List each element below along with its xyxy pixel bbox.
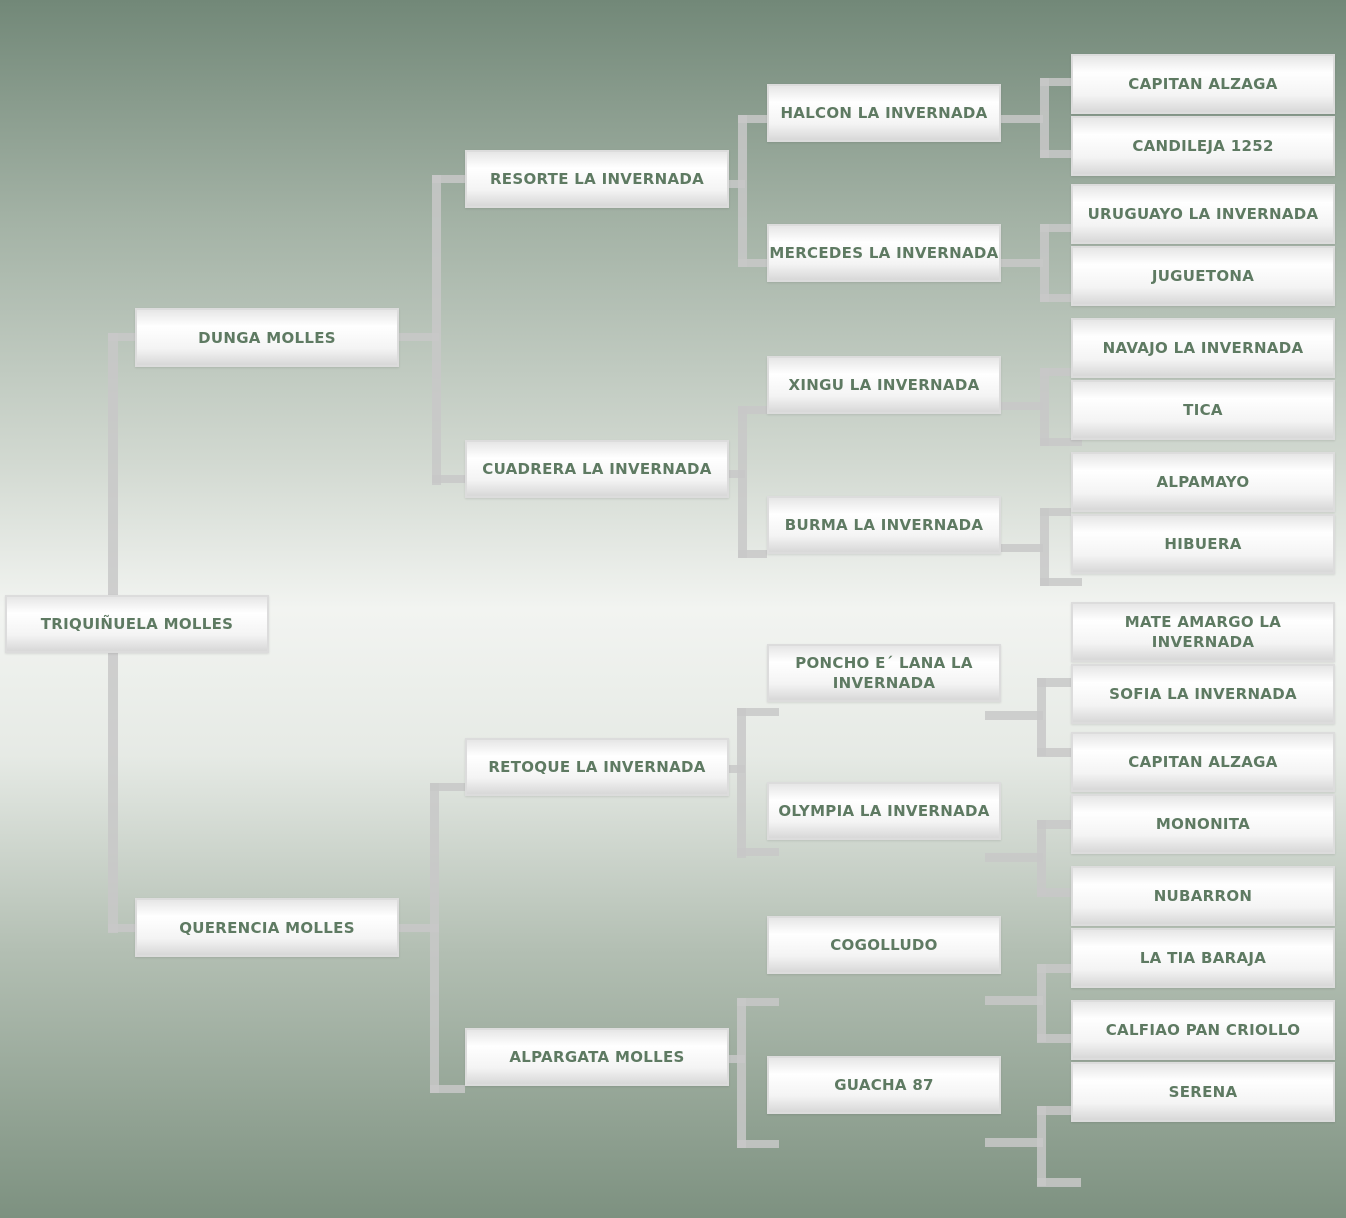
connector-line <box>1040 578 1082 586</box>
connector-line <box>737 708 746 858</box>
connector-line <box>399 333 439 341</box>
connector-line <box>432 475 465 483</box>
horse-gg-grandparent[interactable]: LA TIA BARAJA <box>1071 928 1335 988</box>
connector-line <box>399 924 439 932</box>
horse-great-grandparent[interactable]: XINGU LA INVERNADA <box>767 356 1001 414</box>
connector-line <box>1037 678 1071 687</box>
connector-line <box>1040 294 1071 302</box>
connector-line <box>729 180 745 188</box>
connector-line <box>1040 224 1049 302</box>
connector-line <box>432 175 441 485</box>
connector-line <box>1001 115 1043 123</box>
connector-line <box>430 1085 465 1093</box>
connector-line <box>738 115 747 267</box>
connector-line <box>1040 438 1082 446</box>
connector-line <box>1037 888 1071 897</box>
connector-line <box>1040 78 1049 158</box>
connector-line <box>1040 508 1071 516</box>
horse-grandparent[interactable]: ALPARGATA MOLLES <box>465 1028 729 1086</box>
horse-grandparent[interactable]: RETOQUE LA INVERNADA <box>465 738 729 796</box>
connector-line <box>1001 544 1043 552</box>
horse-gg-grandparent[interactable]: JUGUETONA <box>1071 246 1335 306</box>
connector-line <box>1037 820 1071 829</box>
horse-subject[interactable]: TRIQUIÑUELA MOLLES <box>5 595 269 653</box>
connector-line <box>1001 402 1043 410</box>
horse-gg-grandparent[interactable]: TICA <box>1071 380 1335 440</box>
horse-great-grandparent[interactable]: MERCEDES LA INVERNADA <box>767 224 1001 282</box>
horse-sire[interactable]: DUNGA MOLLES <box>135 308 399 367</box>
horse-great-grandparent[interactable]: PONCHO E´ LANA LA INVERNADA <box>767 644 1001 702</box>
connector-line <box>1037 678 1046 756</box>
connector-line <box>1037 748 1071 757</box>
connector-line <box>985 996 1043 1005</box>
horse-gg-grandparent[interactable]: CANDILEJA 1252 <box>1071 116 1335 176</box>
horse-gg-grandparent[interactable]: CAPITAN ALZAGA <box>1071 732 1335 792</box>
connector-line <box>1040 150 1071 158</box>
horse-gg-grandparent[interactable]: NUBARRON <box>1071 866 1335 926</box>
connector-line <box>985 1138 1043 1147</box>
connector-line <box>1040 368 1049 446</box>
horse-great-grandparent[interactable]: OLYMPIA LA INVERNADA <box>767 782 1001 840</box>
connector-line <box>1040 224 1071 232</box>
horse-great-grandparent[interactable]: COGOLLUDO <box>767 916 1001 974</box>
connector-line <box>738 550 767 558</box>
connector-line <box>737 998 779 1006</box>
horse-dam[interactable]: QUERENCIA MOLLES <box>135 898 399 957</box>
connector-line <box>1040 368 1071 376</box>
connector-line <box>737 848 779 856</box>
connector-line <box>1037 1106 1046 1186</box>
horse-grandparent[interactable]: RESORTE LA INVERNADA <box>465 150 729 208</box>
connector-line <box>1037 1106 1071 1115</box>
connector-line <box>738 406 747 558</box>
connector-line <box>1040 508 1049 586</box>
horse-gg-grandparent[interactable]: MATE AMARGO LA INVERNADA <box>1071 602 1335 662</box>
horse-gg-grandparent[interactable]: MONONITA <box>1071 794 1335 854</box>
connector-line <box>738 115 767 123</box>
connector-line <box>985 853 1043 862</box>
connector-line <box>738 259 767 267</box>
connector-line <box>737 1140 779 1148</box>
horse-gg-grandparent[interactable]: HIBUERA <box>1071 514 1335 574</box>
connector-line <box>1037 820 1046 895</box>
connector-line <box>1037 1034 1071 1043</box>
horse-gg-grandparent[interactable]: SOFIA LA INVERNADA <box>1071 664 1335 724</box>
connector-line <box>738 406 767 414</box>
connector-line <box>108 333 135 341</box>
horse-gg-grandparent[interactable]: SERENA <box>1071 1062 1335 1122</box>
connector-line <box>1037 964 1046 1042</box>
connector-line <box>985 711 1043 720</box>
connector-line <box>108 924 135 932</box>
horse-gg-grandparent[interactable]: CALFIAO PAN CRIOLLO <box>1071 1000 1335 1060</box>
connector-line <box>737 708 779 716</box>
horse-gg-grandparent[interactable]: ALPAMAYO <box>1071 452 1335 512</box>
horse-great-grandparent[interactable]: GUACHA 87 <box>767 1056 1001 1114</box>
connector-line <box>432 175 465 183</box>
horse-gg-grandparent[interactable]: NAVAJO LA INVERNADA <box>1071 318 1335 378</box>
connector-line <box>729 470 745 478</box>
horse-grandparent[interactable]: CUADRERA LA INVERNADA <box>465 440 729 498</box>
connector-line <box>1037 1178 1081 1187</box>
horse-great-grandparent[interactable]: BURMA LA INVERNADA <box>767 496 1001 554</box>
connector-line <box>430 783 465 791</box>
connector-line <box>1040 78 1071 86</box>
connector-line <box>430 783 439 1093</box>
connector-line <box>1037 964 1071 973</box>
connector-line <box>737 998 746 1148</box>
horse-great-grandparent[interactable]: HALCON LA INVERNADA <box>767 84 1001 142</box>
horse-gg-grandparent[interactable]: CAPITAN ALZAGA <box>1071 54 1335 114</box>
connector-line <box>1001 259 1043 267</box>
horse-gg-grandparent[interactable]: URUGUAYO LA INVERNADA <box>1071 184 1335 244</box>
